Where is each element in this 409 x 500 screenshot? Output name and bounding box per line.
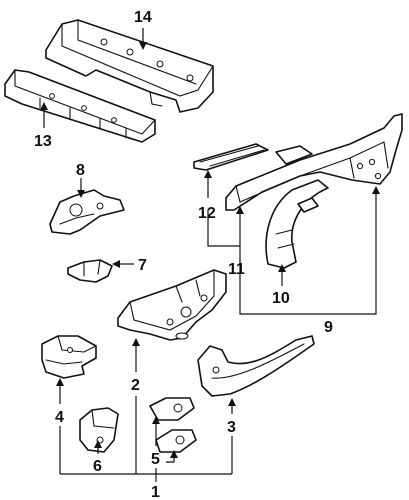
callout-12: 12 [198,205,216,222]
callout-5: 5 [151,451,160,468]
part-6-lower-bracket [79,407,119,453]
callout-7: 7 [138,257,147,274]
part-9-apron-assembly [225,113,403,211]
part-5-plate-lower [155,429,197,453]
callout-1: 1 [151,484,160,500]
callout-8: 8 [76,162,85,179]
part-5-plate-upper [149,397,195,421]
part-13-channel [4,69,156,143]
part-3-curved-brace [197,335,315,397]
callout-labels: 14 13 8 7 12 11 10 9 2 4 3 6 5 1 [34,9,333,500]
part-4-mount-bracket [41,335,97,379]
part-7-clip [67,259,113,283]
callout-6: 6 [93,458,102,475]
callout-9: 9 [324,319,333,336]
leader-lines [40,28,380,482]
part-8-bracket [49,189,125,235]
part-12-reinforcement [193,143,269,171]
callout-14: 14 [134,9,152,26]
part-14-frame-rail [45,19,214,113]
callout-4: 4 [55,409,64,426]
callout-10: 10 [272,290,290,307]
part-2-frame-section [117,269,227,341]
callout-11: 11 [228,261,245,278]
part-10-wheelhouse [265,179,329,269]
callout-13: 13 [34,133,52,150]
callout-2: 2 [131,377,140,394]
callout-3: 3 [227,419,236,436]
